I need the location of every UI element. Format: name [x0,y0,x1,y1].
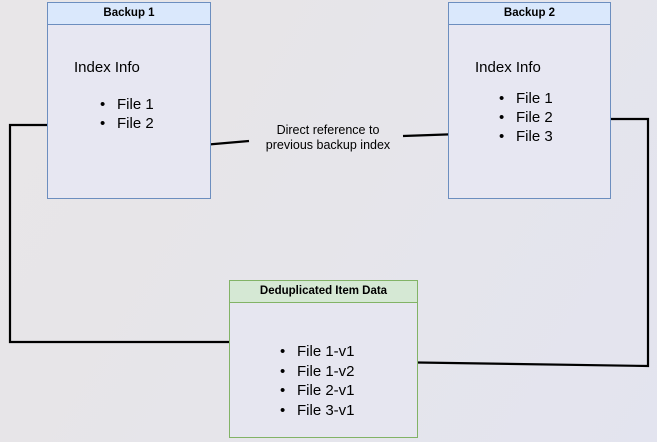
backup2-node[interactable]: Backup 2 Index Info File 1 File 2 File 3 [448,2,611,199]
backup2-file-list: File 1 File 2 File 3 [499,89,553,146]
backup1-header: Backup 1 [48,3,210,25]
backup1-node[interactable]: Backup 1 Index Info File 1 File 2 [47,2,211,199]
backup1-body: Index Info File 1 File 2 [48,25,210,198]
list-item: File 1-v1 [280,342,355,362]
backup1-file-list: File 1 File 2 [100,95,154,133]
backup1-section-title: Index Info [74,59,140,76]
list-item: File 2-v1 [280,381,355,401]
list-item: File 1 [499,89,553,108]
backup2-body: Index Info File 1 File 2 File 3 [449,25,610,198]
backup2-section-title: Index Info [475,59,541,76]
list-item: File 3-v1 [280,401,355,421]
backup2-header: Backup 2 [449,3,610,25]
dedup-file-list: File 1-v1 File 1-v2 File 2-v1 File 3-v1 [280,342,355,420]
list-item: File 2 [100,114,154,133]
list-item: File 1-v2 [280,362,355,382]
dedup-node[interactable]: Deduplicated Item Data File 1-v1 File 1-… [229,280,418,438]
edge-label-direct-reference: Direct reference to previous backup inde… [265,123,391,152]
list-item: File 1 [100,95,154,114]
dedup-header: Deduplicated Item Data [230,281,417,303]
list-item: File 2 [499,108,553,127]
list-item: File 3 [499,127,553,146]
dedup-body: File 1-v1 File 1-v2 File 2-v1 File 3-v1 [230,303,417,437]
